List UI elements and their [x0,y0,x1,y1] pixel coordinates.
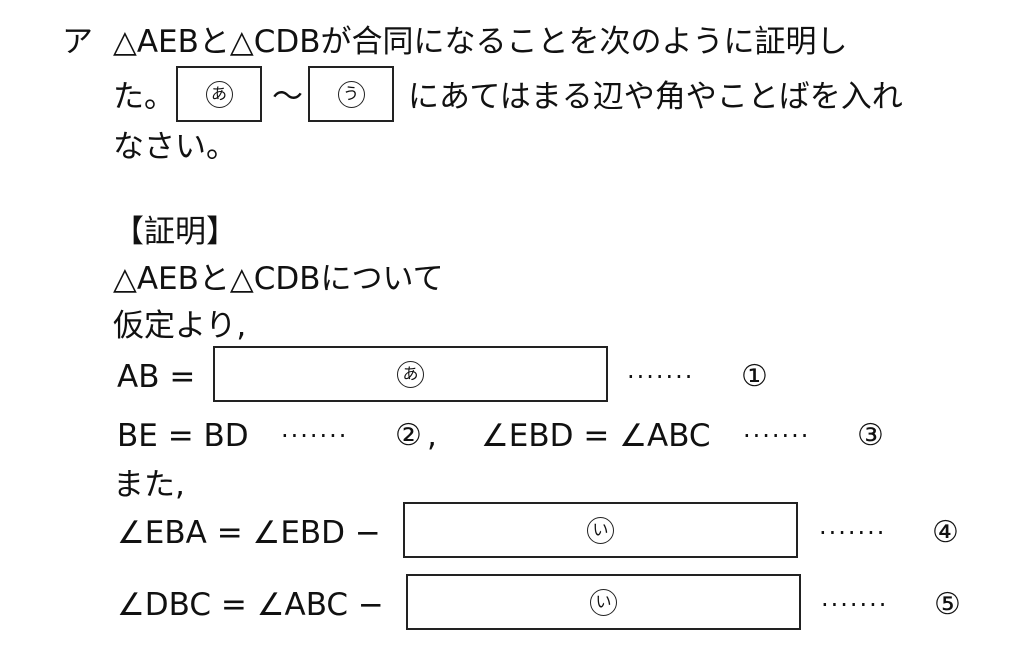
eq1-number: ① [741,359,768,394]
eq1-dots: ······· [627,363,695,391]
eq2-number: ② [395,418,422,453]
eq3-text: ∠EBD = ∠ABC [481,418,711,454]
eq4-blank-label: い [587,516,614,544]
proof-also: また, [113,467,185,503]
eq5-number: ⑤ [934,587,961,622]
eq5-dots: ······· [821,591,889,619]
eq4-left: ∠EBA = ∠EBD − [117,515,381,551]
question-tilde: ～ [272,79,303,115]
blank-label-a: あ [205,80,233,108]
question-blank-start-box: あ [176,66,262,122]
eq2-dots: ······· [281,422,349,450]
question-line-2-prefix: た。 [113,79,175,115]
eq1-blank-label: あ [397,360,424,388]
eq5-blank-box: い [406,574,801,630]
eq2-text: BE = BD [117,418,249,454]
eq5-blank-label: い [590,588,617,616]
eq1-left: AB = [117,359,196,395]
question-blank-end-box: う [308,66,394,122]
eq4-blank-box: い [403,502,798,558]
eq2-comma: , [427,418,437,454]
blank-label-u: う [337,80,365,108]
eq5-left: ∠DBC = ∠ABC − [117,587,384,623]
question-line-2-suffix: にあてはまる辺や角やことばを入れ [408,79,903,115]
eq3-dots: ······· [743,422,811,450]
eq4-dots: ······· [819,519,887,547]
eq3-number: ③ [857,418,884,453]
question-line-3: なさい。 [113,129,237,165]
question-label: ア [62,24,93,60]
proof-intro: △AEBと△CDBについて [113,261,444,297]
proof-heading: 【証明】 [113,214,237,250]
eq1-blank-box: あ [213,346,608,402]
proof-assumption: 仮定より, [113,308,247,344]
question-line-1: △AEBと△CDBが合同になることを次のように証明し [113,24,848,60]
eq4-number: ④ [932,515,959,550]
